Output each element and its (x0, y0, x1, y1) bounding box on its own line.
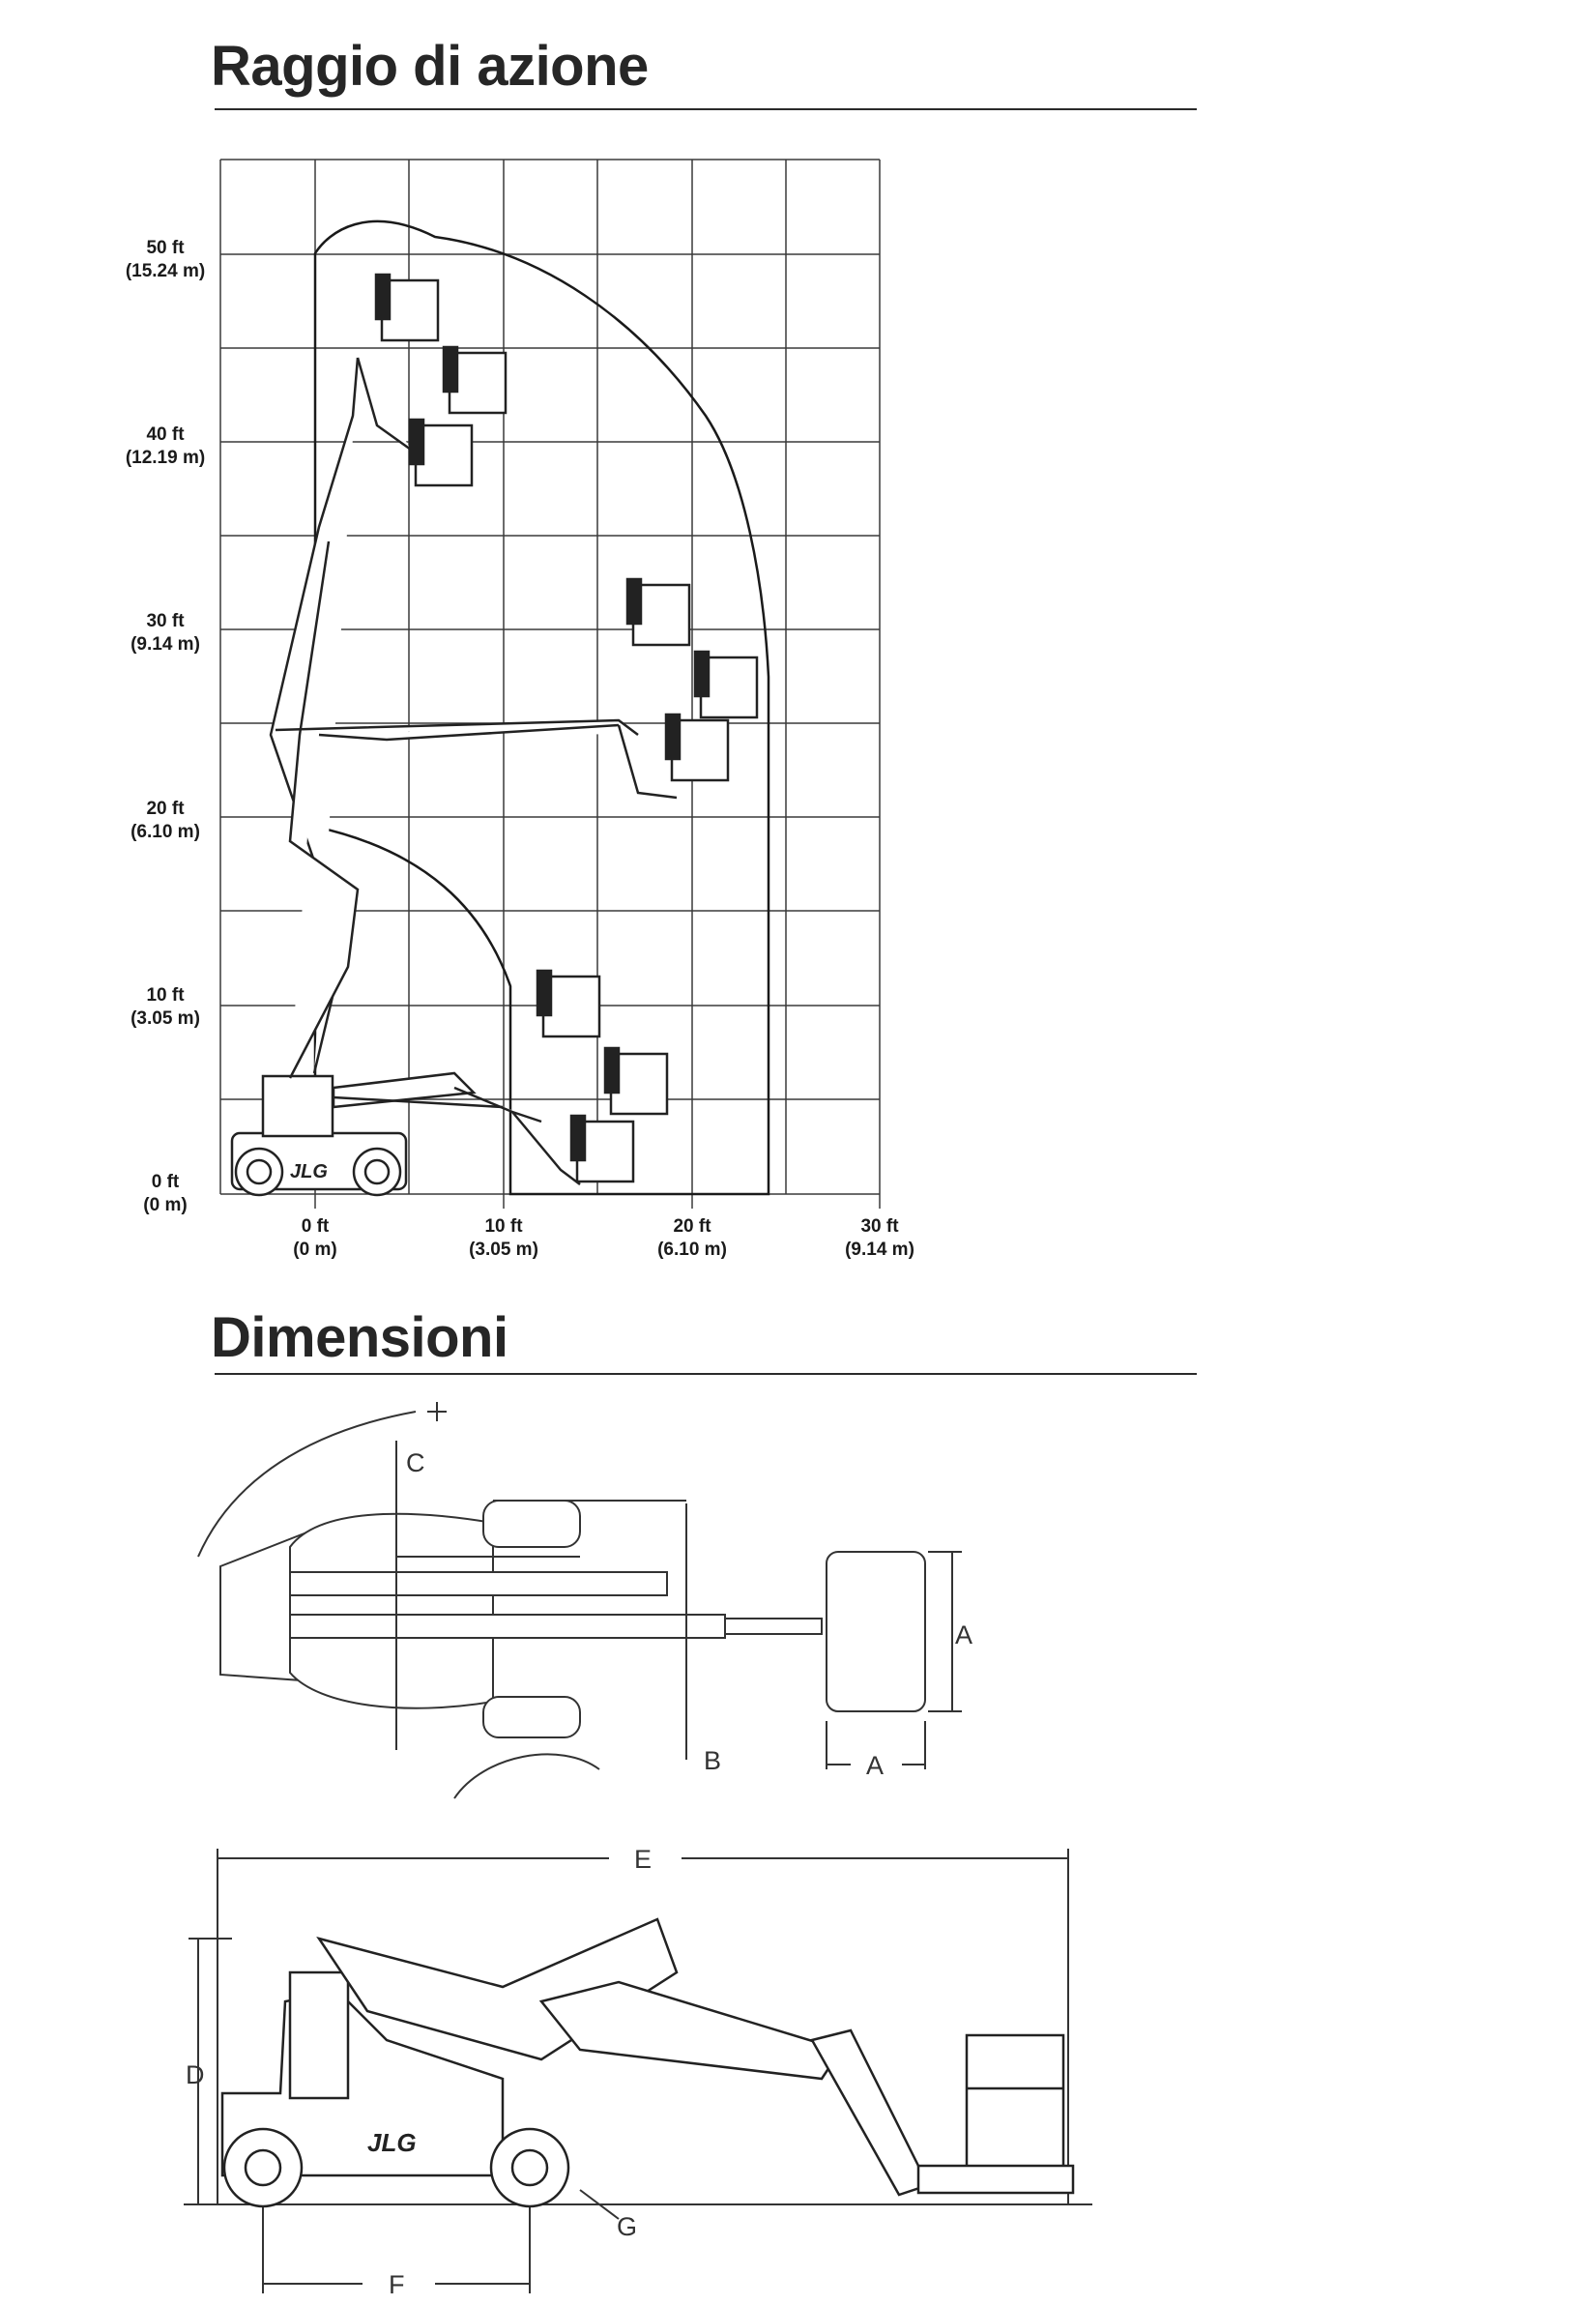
y-tick-m: (9.14 m) (131, 634, 200, 655)
platform-control-icon (625, 577, 643, 626)
dimensions-title-rule (215, 1373, 1197, 1375)
platform-control-icon (664, 713, 682, 761)
platform-basket (541, 975, 601, 1038)
work-envelope-outer (313, 219, 770, 1196)
y-tick-m: (0 m) (143, 1195, 187, 1215)
dim-label-c: C (406, 1448, 425, 1477)
dim-label-g: G (617, 2212, 637, 2241)
dim-label-e: E (634, 1845, 652, 1874)
side-brand-logo: JLG (367, 2128, 417, 2157)
platform-control-icon (603, 1046, 621, 1094)
platform-basket (448, 351, 508, 415)
platform-control-icon (374, 273, 392, 321)
x-tick-ft: 10 ft (484, 1216, 523, 1237)
y-tick-ft: 40 ft (146, 424, 185, 445)
dim-label-b: B (704, 1746, 721, 1775)
y-tick-ft: 0 ft (152, 1172, 180, 1192)
y-tick-ft: 20 ft (146, 799, 185, 819)
y-tick-m: (3.05 m) (131, 1008, 200, 1029)
platforms (374, 273, 759, 1183)
platform-control-icon (569, 1114, 587, 1162)
platform-basket (699, 656, 759, 719)
dim-label-f: F (389, 2270, 405, 2299)
platform-control-icon (693, 650, 711, 698)
x-tick-m: (3.05 m) (469, 1240, 538, 1260)
boom-top-extension (724, 1618, 823, 1635)
x-tick-ft: 20 ft (673, 1216, 711, 1237)
reach-title-rule (215, 108, 1197, 110)
wheel-top-front (482, 1696, 581, 1738)
y-tick-ft: 50 ft (146, 238, 185, 258)
boom-top-jib (289, 1614, 726, 1639)
y-axis-ticks: 0 ft (0 m) 10 ft(3.05 m) 20 ft (6.10 m) 30 ft… (126, 238, 205, 1215)
turning-radius-arc-outer (197, 1411, 417, 1558)
lift-brand-logo: JLG (290, 1161, 328, 1182)
x-axis-ticks: 0 ft (0 m) 10 ft (3.05 m) 20 ft (6.10 m) 30 ft… (293, 1216, 914, 1260)
lift-base (230, 1071, 477, 1197)
platform-control-icon (408, 418, 425, 466)
platform-basket (414, 423, 474, 487)
y-tick-ft: 10 ft (146, 985, 185, 1006)
platform-control-icon (536, 969, 553, 1017)
boom-top-section (289, 1571, 668, 1596)
y-tick-ft: 30 ft (146, 611, 185, 631)
y-tick-m: (6.10 m) (131, 822, 200, 842)
x-tick-m: (6.10 m) (657, 1240, 727, 1260)
x-tick-ft: 30 ft (860, 1216, 899, 1237)
side-machine (220, 1917, 1075, 2208)
y-tick-m: (12.19 m) (126, 448, 205, 468)
platform-basket (631, 583, 691, 647)
x-tick-m: (0 m) (293, 1240, 336, 1260)
x-tick-m: (9.14 m) (845, 1240, 914, 1260)
dim-label-a-bottom: A (866, 1751, 884, 1780)
dimensions-section-title: Dimensioni (211, 1306, 508, 1369)
platform-basket (380, 278, 440, 342)
boom-positions (269, 357, 678, 1185)
platform-top-view (826, 1551, 926, 1712)
x-tick-ft: 0 ft (302, 1216, 330, 1237)
platform-basket (575, 1120, 635, 1183)
platform-control-icon (442, 345, 459, 394)
turning-radius-arc-inner (453, 1753, 600, 1799)
y-tick-m: (15.24 m) (126, 261, 205, 281)
reach-section-title: Raggio di azione (211, 35, 649, 98)
dim-label-a-right: A (955, 1620, 972, 1649)
dim-label-d: D (186, 2060, 205, 2089)
reach-diagram: JLG 0 ft(0 m)10 ft(3.05 m)20 ft(6.10 m)3… (126, 159, 914, 1260)
